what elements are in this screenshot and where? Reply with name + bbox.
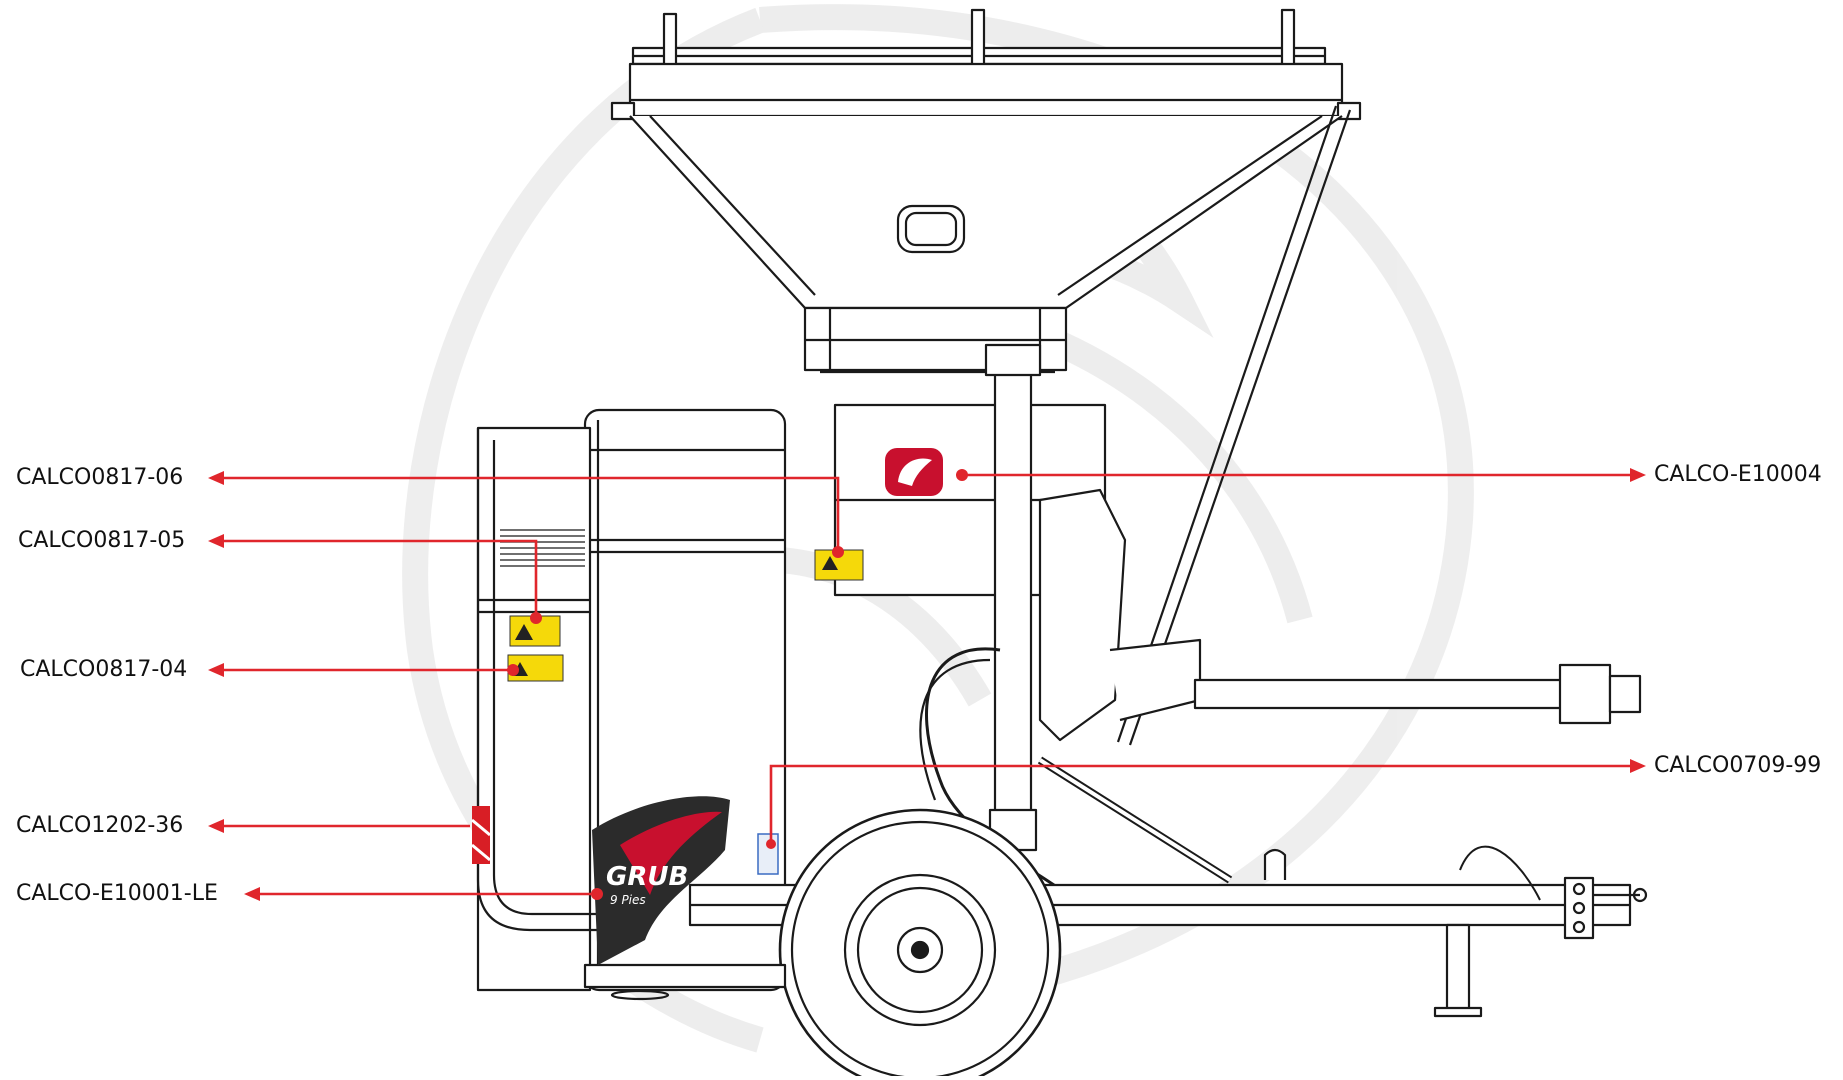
safety-decals xyxy=(471,448,943,875)
callout-calco-e10001-le: CALCO-E10001-LE xyxy=(16,881,218,906)
callout-calco1202-36: CALCO1202-36 xyxy=(16,813,184,838)
callout-calco0817-05: CALCO0817-05 xyxy=(18,528,186,553)
leader-c7 xyxy=(769,764,1632,844)
grub-side-decal: GRUB 9 Pies xyxy=(592,796,730,965)
decal-0817-05 xyxy=(509,615,561,647)
leader-c2 xyxy=(222,539,538,618)
leader-lines xyxy=(208,468,1646,901)
callout-calco-e10004: CALCO-E10004 xyxy=(1654,462,1822,487)
callout-calco0817-06: CALCO0817-06 xyxy=(16,465,184,490)
leader-c1 xyxy=(222,476,840,552)
callout-calco0709-99: CALCO0709-99 xyxy=(1654,753,1822,778)
decal-1202-36 xyxy=(472,806,490,864)
decal-brand-text: GRUB xyxy=(606,862,688,892)
machine-outline xyxy=(476,8,1648,1080)
decal-subtitle-text: 9 Pies xyxy=(610,893,646,907)
callout-calco0817-04: CALCO0817-04 xyxy=(20,657,188,682)
